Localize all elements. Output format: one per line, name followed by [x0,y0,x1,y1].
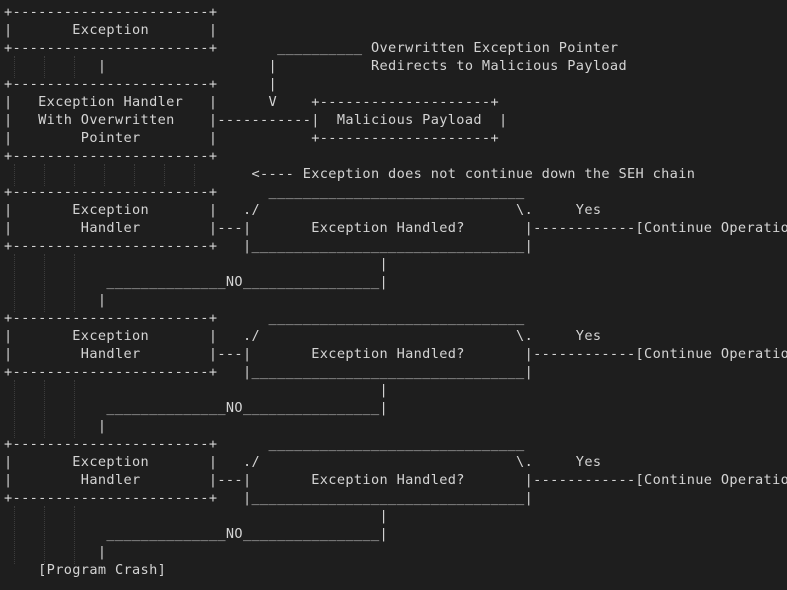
diagram-line: | Exception | [4,22,218,38]
diagram-line: +-----------------------+ __________ Ove… [4,40,619,56]
diagram-line: | Handler |---| Exception Handled? |----… [4,346,787,362]
indent-guide [44,380,45,438]
diagram-line: +-----------------------+ |_____________… [4,238,534,254]
indent-guide [14,56,15,78]
diagram-line: | | Redirects to Malicious Payload [4,58,627,74]
diagram-line: +-----------------------+ [4,4,218,20]
diagram-line: ______________NO________________| [4,274,389,290]
indent-guide [44,506,45,564]
diagram-line: | Exception Handler | V +---------------… [4,94,499,110]
indent-guide [74,254,75,312]
diagram-line: | Exception | ./ \. Yes [4,202,602,218]
indent-guide [74,380,75,438]
diagram-line: +-----------------------+ |_____________… [4,364,534,380]
indent-guide [74,164,75,186]
diagram-line: | [4,418,107,434]
indent-guide [194,164,195,186]
indent-guide [44,56,45,78]
diagram-line: +-----------------------+ ______________… [4,436,525,452]
diagram-line: | Handler |---| Exception Handled? |----… [4,472,787,488]
indent-guide [74,56,75,78]
diagram-line: +-----------------------+ [4,148,218,164]
indent-guide [44,164,45,186]
diagram-line: | [4,544,107,560]
diagram-line: +-----------------------+ | [4,76,278,92]
diagram-line: | [4,292,107,308]
indent-guide [104,164,105,186]
diagram-line: | Exception | ./ \. Yes [4,328,602,344]
diagram-line: +-----------------------+ ______________… [4,310,525,326]
indent-guide [14,380,15,438]
diagram-line: | [4,508,389,524]
diagram-line: | Exception | ./ \. Yes [4,454,602,470]
diagram-line: [Program Crash] [4,562,167,578]
indent-guide [14,506,15,564]
diagram-line: | [4,256,389,272]
indent-guide [74,506,75,564]
diagram-line: | [4,382,389,398]
diagram-line: +-----------------------+ ______________… [4,184,525,200]
diagram-line: | Handler |---| Exception Handled? |----… [4,220,787,236]
diagram-line: ______________NO________________| [4,526,389,542]
indent-guide [14,164,15,186]
indent-guide [44,254,45,312]
diagram-line: +-----------------------+ |_____________… [4,490,534,506]
indent-guide [14,254,15,312]
diagram-line: <---- Exception does not continue down t… [4,166,696,182]
indent-guide [134,164,135,186]
diagram-line: ______________NO________________| [4,400,389,416]
diagram-line: | Pointer | +--------------------+ [4,130,499,146]
indent-guide [164,164,165,186]
diagram-line: | With Overwritten |-----------| Malicio… [4,112,508,128]
